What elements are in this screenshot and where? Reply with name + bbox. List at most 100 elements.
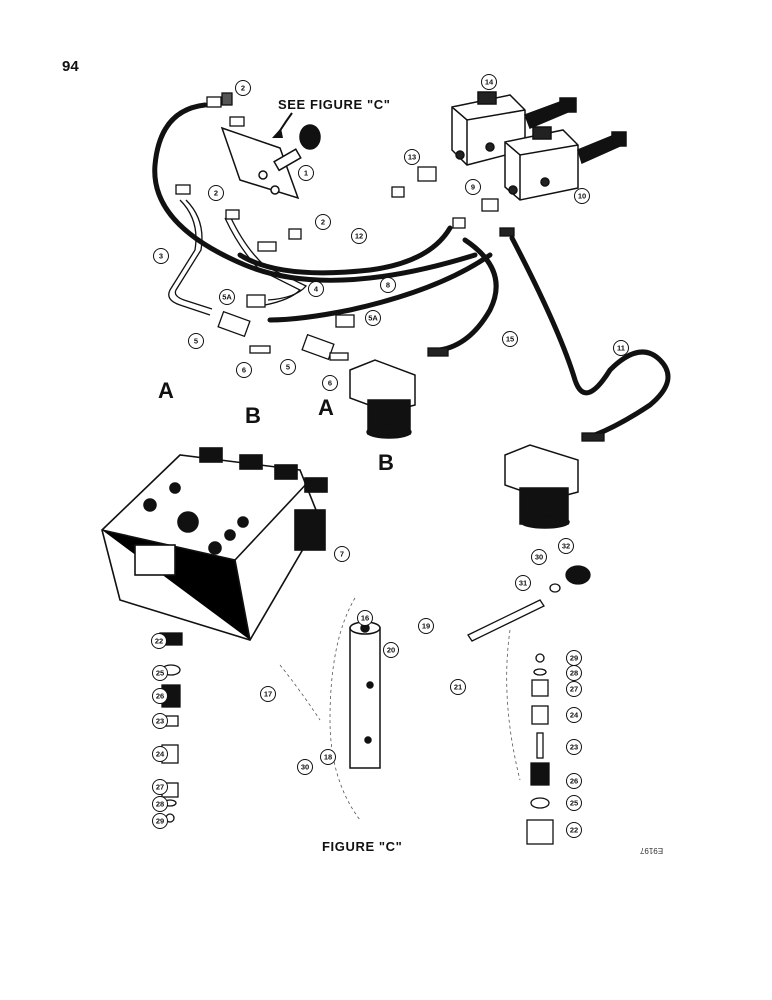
callout-label-21: 21 <box>454 683 462 692</box>
port-label-a-left: A <box>158 378 174 403</box>
callout-circle-21 <box>450 679 466 695</box>
see-figure-label: SEE FIGURE "C" <box>278 97 391 112</box>
port-label-a-center: A <box>318 395 334 420</box>
callout-label-25: 25 <box>570 799 578 808</box>
figure-caption: FIGURE "C" <box>322 839 403 854</box>
callout-circle-26 <box>566 773 582 789</box>
callout-circle-12 <box>351 228 367 244</box>
callout-circle-22 <box>151 633 167 649</box>
brake-valve-right <box>504 444 579 529</box>
callout-label-30: 30 <box>301 763 309 772</box>
callout-circle-8 <box>380 277 396 293</box>
callout-circle-17 <box>260 686 276 702</box>
hose-left-long <box>152 102 478 283</box>
callout-circle-32 <box>558 538 574 554</box>
callout-label-29: 29 <box>156 817 164 826</box>
callout-label-2: 2 <box>241 84 245 93</box>
callout-circle-23 <box>152 713 168 729</box>
callout-circle-25 <box>566 795 582 811</box>
page-number: 94 <box>62 58 79 75</box>
callout-label-15: 15 <box>506 335 514 344</box>
parts-stack-right <box>526 653 554 845</box>
callout-label-17: 17 <box>264 690 272 699</box>
callout-label-5: 5 <box>286 363 290 372</box>
callout-label-3: 3 <box>159 252 163 261</box>
callout-label-26: 26 <box>570 777 578 786</box>
stem-31 <box>467 565 591 642</box>
callout-circle-28 <box>152 796 168 812</box>
callout-circle-10 <box>574 188 590 204</box>
callout-circle-13 <box>404 149 420 165</box>
callout-circle-9 <box>465 179 481 195</box>
callout-label-24: 24 <box>156 750 165 759</box>
callout-label-26: 26 <box>156 692 164 701</box>
callout-label-23: 23 <box>570 743 578 752</box>
callout-circle-28 <box>566 665 582 681</box>
callout-label-14: 14 <box>485 78 494 87</box>
hose-11 <box>509 235 671 438</box>
callout-label-20: 20 <box>387 646 395 655</box>
callout-circle-20 <box>383 642 399 658</box>
callout-circle-5 <box>188 333 204 349</box>
callout-label-2: 2 <box>321 218 325 227</box>
hose-8 <box>267 252 493 323</box>
callout-label-13: 13 <box>408 153 416 162</box>
callout-circle-23 <box>566 739 582 755</box>
callout-label-5A: 5A <box>222 293 232 302</box>
hose-15 <box>437 237 499 353</box>
callout-circle-29 <box>152 813 168 829</box>
callout-label-22: 22 <box>155 637 163 646</box>
callout-circle-2 <box>315 214 331 230</box>
callout-circle-19 <box>418 618 434 634</box>
callout-circle-11 <box>613 340 629 356</box>
callout-label-10: 10 <box>578 192 586 201</box>
callout-label-30: 30 <box>535 553 543 562</box>
callout-circle-5A <box>219 289 235 305</box>
callout-label-8: 8 <box>386 281 390 290</box>
callout-circle-24 <box>566 707 582 723</box>
callout-circle-26 <box>152 688 168 704</box>
callout-label-5: 5 <box>194 337 198 346</box>
brake-valve-center <box>349 359 416 439</box>
leader-lines <box>279 597 521 821</box>
callout-circle-22 <box>566 822 582 838</box>
callout-label-6: 6 <box>328 379 332 388</box>
callout-circle-14 <box>481 74 497 90</box>
callout-label-18: 18 <box>324 753 332 762</box>
callout-bubbles: 122234555A5A6678910111213141516171819202… <box>151 74 629 838</box>
callout-circle-16 <box>357 610 373 626</box>
callout-label-29: 29 <box>570 654 578 663</box>
arrowhead-icon <box>272 128 283 138</box>
callout-label-31: 31 <box>519 579 527 588</box>
callout-label-27: 27 <box>156 783 164 792</box>
port-label-b-center: B <box>378 450 394 475</box>
callout-circle-4 <box>308 281 324 297</box>
callout-circle-3 <box>153 248 169 264</box>
callout-label-1: 1 <box>304 169 308 178</box>
callout-circle-1 <box>298 165 314 181</box>
callout-circle-7 <box>334 546 350 562</box>
callout-label-25: 25 <box>156 669 164 678</box>
callout-circle-24 <box>152 746 168 762</box>
tube-lines <box>168 199 308 316</box>
callout-label-9: 9 <box>471 183 475 192</box>
callout-circle-31 <box>515 575 531 591</box>
callout-circle-25 <box>152 665 168 681</box>
callout-label-5A: 5A <box>368 314 378 323</box>
callout-label-2: 2 <box>214 189 218 198</box>
port-label-b-left: B <box>245 403 261 428</box>
master-cylinder-10 <box>504 126 627 201</box>
callout-label-32: 32 <box>562 542 570 551</box>
callout-label-7: 7 <box>340 550 344 559</box>
callout-circle-27 <box>566 681 582 697</box>
callout-label-11: 11 <box>617 344 625 353</box>
callout-circle-30 <box>297 759 313 775</box>
fittings <box>175 92 605 442</box>
control-bracket <box>220 124 321 200</box>
callout-circle-15 <box>502 331 518 347</box>
callout-circle-6 <box>236 362 252 378</box>
control-valve-7 <box>101 447 328 641</box>
callout-label-24: 24 <box>570 711 579 720</box>
